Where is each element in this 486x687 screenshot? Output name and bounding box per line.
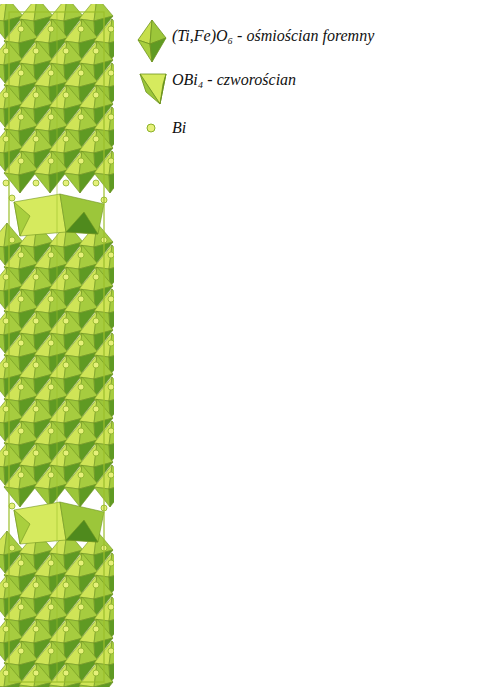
tetrahedron-icon [140, 74, 166, 104]
crystal-structure [0, 0, 120, 687]
legend-label: OBi₄ - czworościan [172, 70, 296, 90]
legend-label: Bi [172, 118, 186, 138]
bi-atom-icon [147, 124, 155, 132]
legend-label: (Ti,Fe)O₆ - ośmiościan foremny [172, 26, 374, 46]
octahedron-icon [138, 20, 166, 62]
